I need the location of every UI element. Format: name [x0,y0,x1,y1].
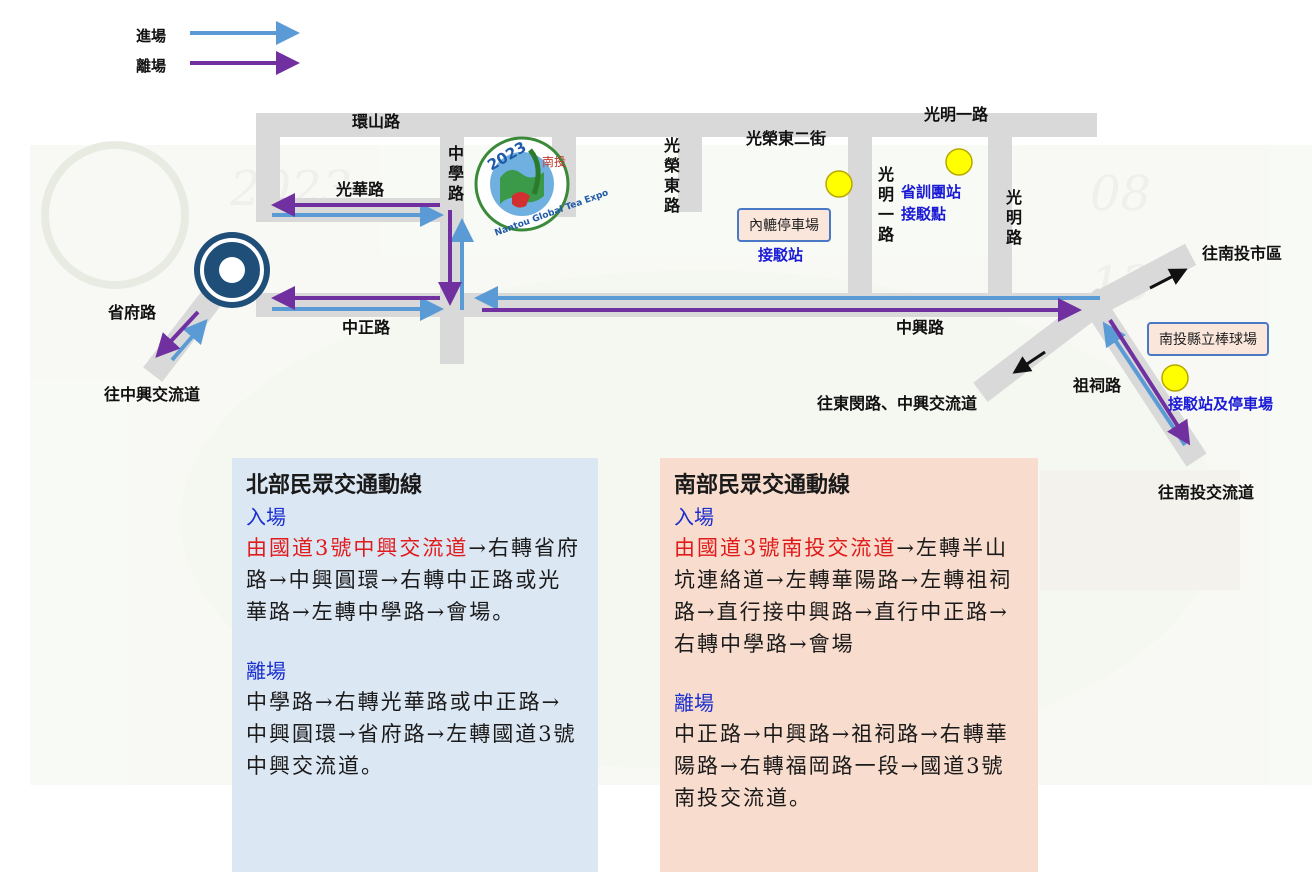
tea-expo-logo [474,136,570,232]
destination-nantou-ic: 往南投交流道 [1158,483,1255,502]
training-stop-label: 省訓團站 [901,183,962,201]
north-enter-rest: →右轉省府路→中興圓環→右轉中正路或光華路→左轉中學路→會場。 [246,536,580,624]
stop-marker-training [945,148,973,176]
south-enter-highlight: 由國道3號南投交流道 [674,536,897,560]
road-label-guangming-1-vertical: 光明一路 [877,165,894,244]
inner-parking-box: 內轆停車場 [737,208,831,242]
exit-arrow-zuci [1108,318,1191,446]
zhongxing-roundabout [194,232,270,308]
road-label-guangming: 光明路 [1005,188,1022,247]
exit-arrow-shengfu [155,310,200,358]
legend-enter-label: 進場 [136,27,167,45]
direction-arrow-nantou-city [1149,268,1188,290]
road-label-zhongxing: 中興路 [896,318,945,337]
north-exit-heading: 離場 [246,659,286,683]
road-label-huanshan: 環山路 [352,112,401,131]
south-panel-title: 南部民眾交通動線 [674,472,851,498]
stop-marker-stadium [1161,364,1189,392]
north-panel-title: 北部民眾交通動線 [246,472,423,498]
legend-exit-label: 離場 [136,57,167,75]
north-exit-text: 中學路→右轉光華路或中正路→中興圓環→省府路→左轉國道3號中興交流道。 [246,690,577,778]
road-label-zhongxue: 中學路 [447,144,464,203]
north-enter-text: 由國道3號中興交流道→右轉省府路→中興圓環→右轉中正路或光華路→左轉中學路→會場… [246,532,584,628]
north-route-panel: 北部民眾交通動線 入場 由國道3號中興交流道→右轉省府路→中興圓環→右轉中正路或… [232,458,598,872]
road-label-zhongzheng: 中正路 [342,318,391,337]
stadium-box: 南投縣立棒球場 [1147,322,1269,356]
stadium-stop-label: 接駁站及停車場 [1168,395,1274,413]
north-enter-highlight: 由國道3號中興交流道 [246,536,469,560]
shuttle-stop-label: 接駁站 [758,246,804,264]
svg-text:08: 08 [1090,166,1151,222]
training-pickup-label: 接駁點 [901,205,947,223]
destination-dongmin: 往東閔路、中興交流道 [817,394,978,413]
destination-zhongxing-ic: 往中興交流道 [104,385,201,404]
road-label-zuci: 祖祠路 [1073,376,1122,395]
south-enter-heading: 入場 [674,505,714,529]
south-exit-heading: 離場 [674,691,714,715]
road-label-guanghua: 光華路 [336,180,385,199]
south-route-panel: 南部民眾交通動線 入場 由國道3號南投交流道→左轉半山坑連絡道→左轉華陽路→左轉… [660,458,1038,872]
south-enter-text: 由國道3號南投交流道→左轉半山坑連絡道→左轉華陽路→左轉祖祠路→直行接中興路→直… [674,532,1024,660]
stop-marker-parking [825,170,853,198]
direction-arrow-dongmin [1012,350,1046,374]
road-label-guangrong-dong-2: 光榮東二街 [746,129,827,148]
logo-char: 南投 [542,154,566,169]
south-enter-rest: →左轉半山坑連絡道→左轉華陽路→左轉祖祠路→直行接中興路→直行中正路→右轉中學路… [674,536,1013,656]
north-enter-heading: 入場 [246,505,286,529]
road-label-guangrong-dong: 光榮東路 [663,136,680,215]
road-label-guangming-1: 光明一路 [924,105,989,124]
road-label-shengfu: 省府路 [108,303,157,322]
exit-routes [155,193,1191,446]
south-exit-text: 中正路→中興路→祖祠路→右轉華陽路→右轉福岡路一段→國道3號南投交流道。 [674,722,1009,810]
destination-nantou-city: 往南投市區 [1202,244,1283,263]
